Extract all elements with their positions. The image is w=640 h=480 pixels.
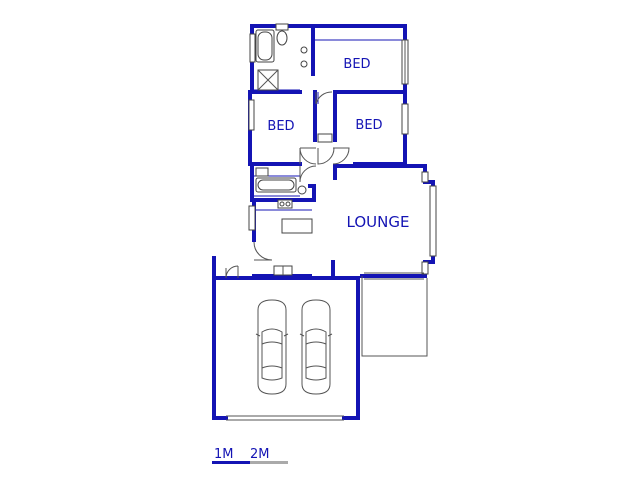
- scale-segment-1: [212, 461, 250, 464]
- stove-icon: [277, 199, 313, 234]
- scale-segment-2: [250, 461, 288, 464]
- room-label-bed-top: BED: [343, 57, 370, 72]
- scale-label-2m: 2M: [250, 447, 270, 462]
- car-icon: [299, 299, 333, 395]
- kitchen-sink-icon: [273, 265, 293, 276]
- bathtub-icon: [255, 167, 307, 195]
- toilet-icon: [275, 23, 289, 46]
- room-label-lounge: LOUNGE: [347, 213, 410, 231]
- door-swing-icon: [225, 91, 350, 279]
- scale-label-1m: 1M: [214, 447, 234, 462]
- scale-bar: 1M 2M: [212, 447, 288, 464]
- bathtub-icon: [255, 29, 275, 63]
- shower-icon: [257, 69, 279, 91]
- windows: [248, 33, 437, 280]
- basin-icon: [300, 46, 308, 68]
- room-label-bed-right: BED: [355, 118, 382, 133]
- car-icon: [255, 299, 289, 395]
- room-label-bed-left: BED: [267, 119, 294, 134]
